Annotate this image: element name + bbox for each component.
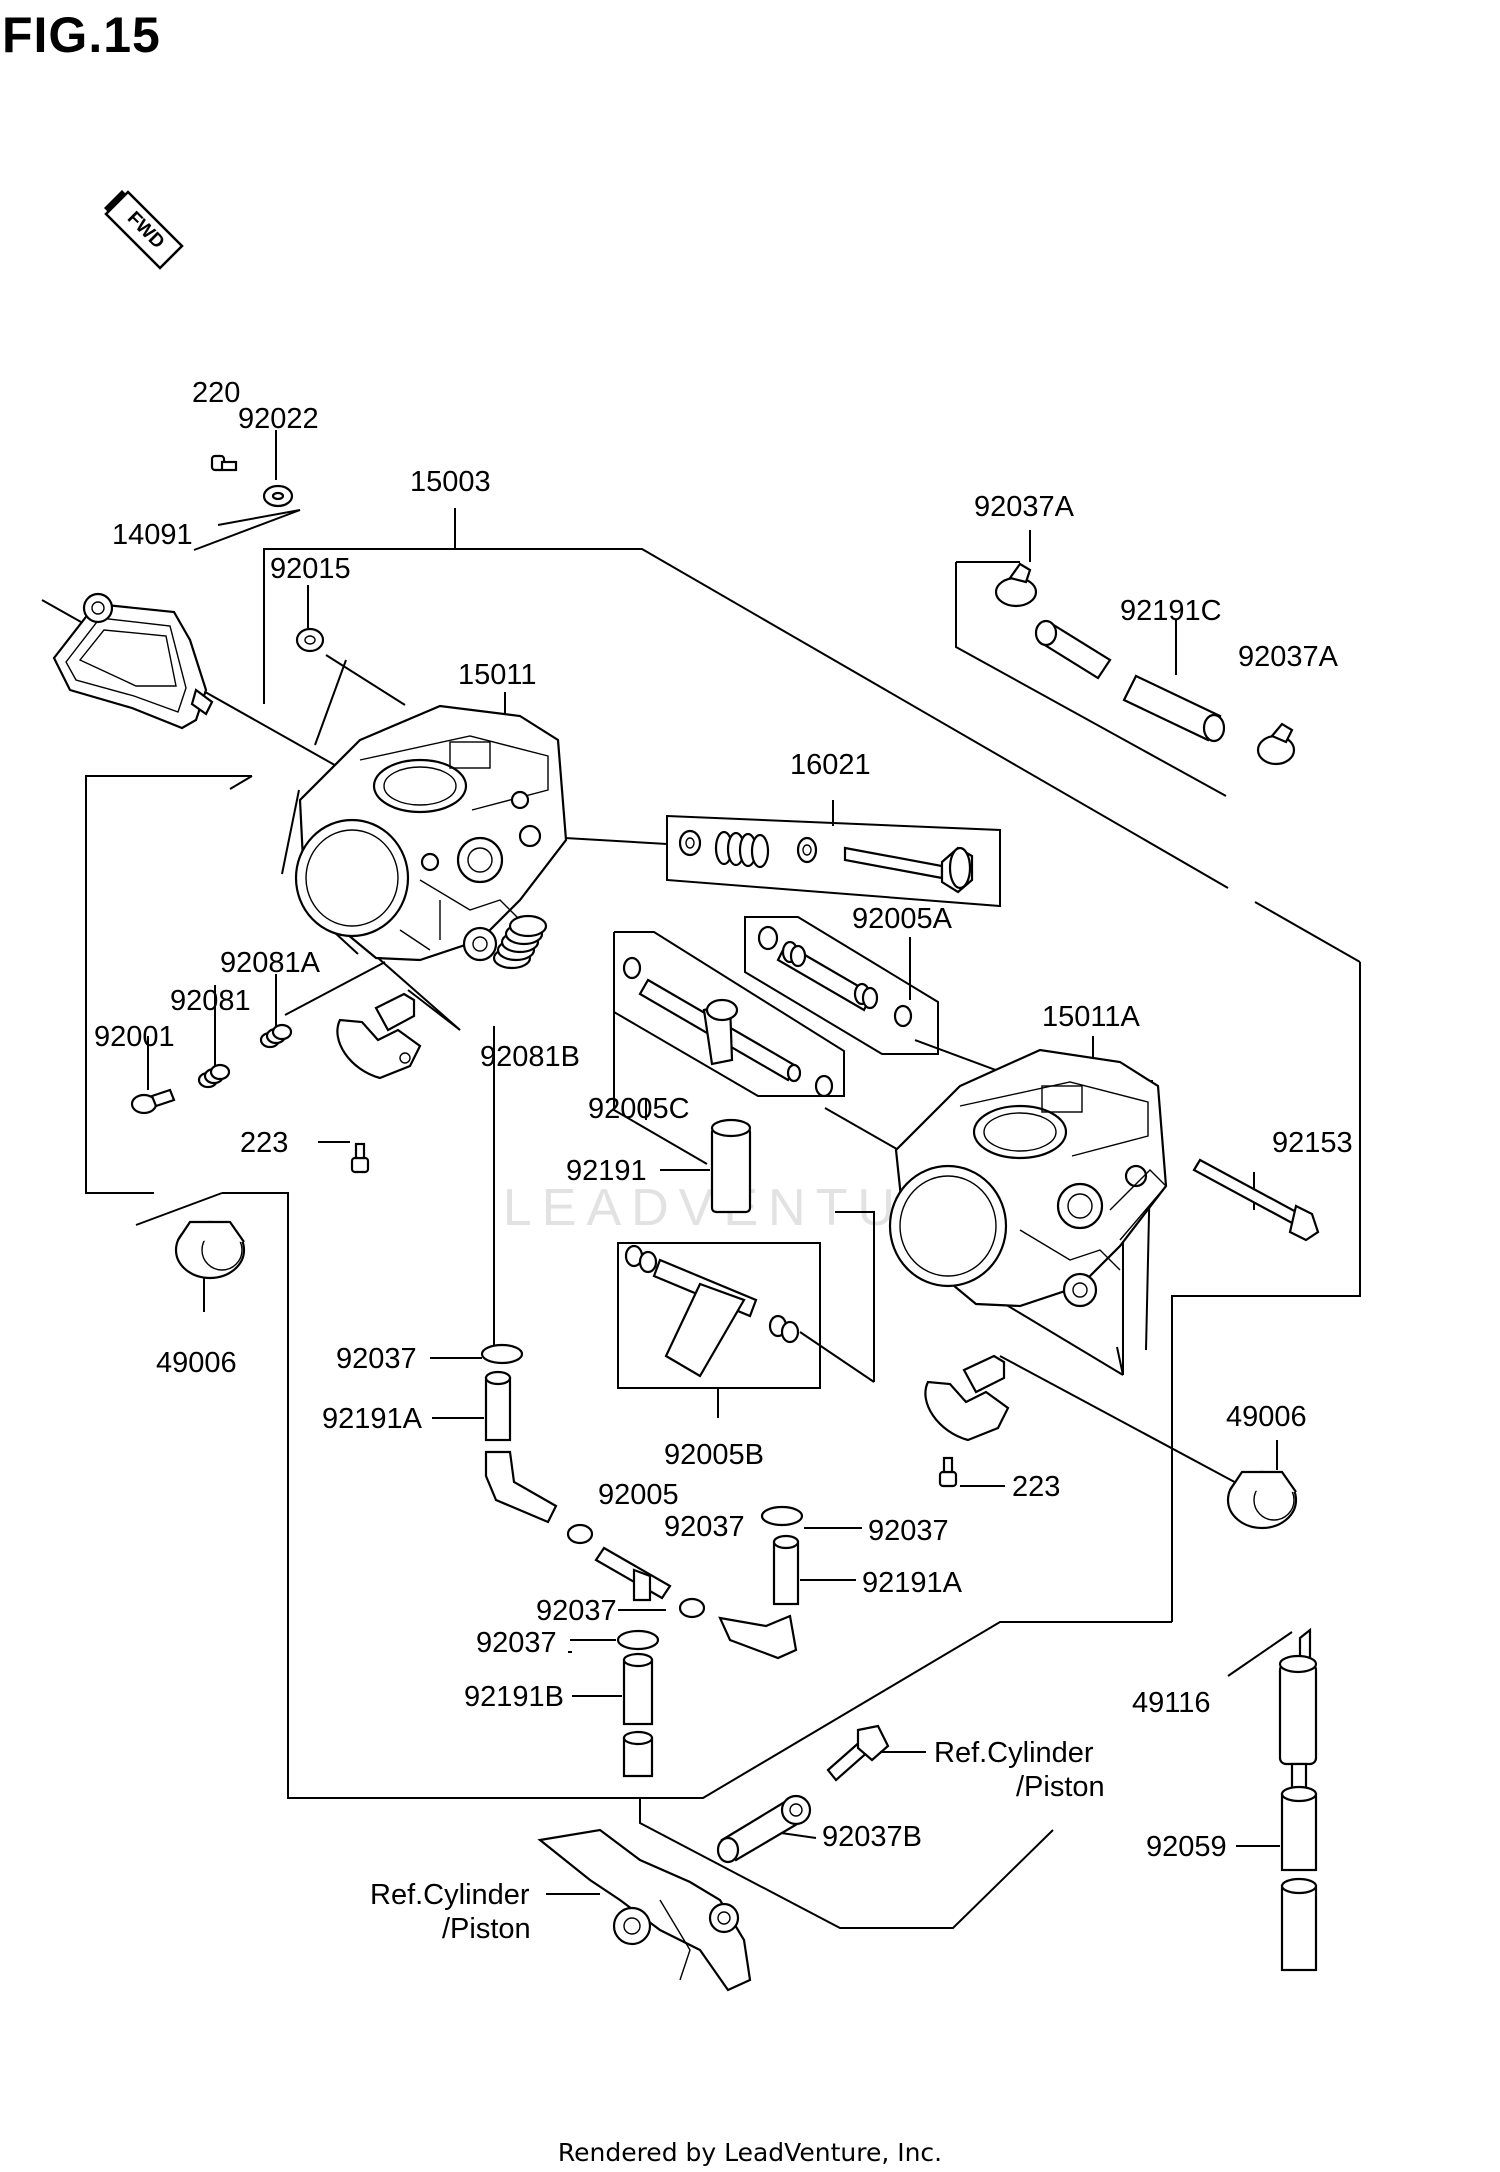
part-clip-92037A-right [1256, 722, 1296, 766]
label-92037-low2: 92037 [476, 1627, 557, 1659]
part-hose-92191 [710, 1118, 752, 1214]
footer-credit: Rendered by LeadVenture, Inc. [557, 2138, 943, 2167]
part-spring-92081A [259, 1023, 293, 1049]
label-92081: 92081 [170, 985, 251, 1017]
part-clip-92037-mid [566, 1523, 594, 1545]
label-92005A: 92005A [852, 903, 953, 935]
part-hose-92191B [622, 1652, 654, 1778]
part-clip-92037-left [480, 1343, 524, 1365]
label-92005: 92005 [598, 1479, 679, 1511]
label-92037B: 92037B [822, 1821, 922, 1853]
label-49116: 49116 [1132, 1687, 1211, 1719]
label-92191: 92191 [566, 1155, 647, 1187]
label-220: 220 [192, 377, 240, 409]
label-92037-left: 92037 [336, 1343, 417, 1375]
label-92037-mid: 92037 [664, 1511, 745, 1543]
label-leaders [318, 1141, 1293, 1895]
fwd-arrow-icon: FWD [104, 190, 184, 270]
label-92022: 92022 [238, 403, 319, 435]
part-bolt-92153 [1192, 1158, 1320, 1242]
part-screw-220 [210, 454, 238, 472]
label-15011A: 15011A [1042, 1001, 1140, 1033]
part-carburetor-15011A [888, 1048, 1168, 1308]
part-fitting-92005A [757, 925, 913, 1028]
part-screw-223-left [350, 1142, 370, 1174]
part-clip-92037-low [616, 1629, 660, 1651]
part-damper-49006-left [174, 1220, 246, 1280]
label-92191C: 92191C [1120, 595, 1222, 627]
part-spring-92081B [492, 914, 548, 970]
label-14091: 14091 [112, 519, 193, 551]
label-92015: 92015 [270, 553, 351, 585]
label-223-left: 223 [240, 1127, 288, 1159]
part-filter-49116 [1278, 1627, 1318, 1794]
part-bracket-left [336, 992, 422, 1080]
part-labels: 220 92022 15003 14091 92015 15011 16021 … [94, 377, 1353, 1945]
part-hose-92191A-left [484, 1370, 558, 1524]
part-fitting-92005B [624, 1244, 800, 1378]
part-tfitting-92005C [622, 956, 834, 1098]
label-15003: 15003 [410, 466, 491, 498]
label-223-right: 223 [1012, 1471, 1060, 1503]
part-clip-92037-right [760, 1505, 804, 1527]
label-92059: 92059 [1146, 1831, 1227, 1863]
label-92153: 92153 [1272, 1127, 1353, 1159]
part-clip-92037-mid2 [678, 1597, 706, 1619]
part-ref-cylinder-left [537, 1828, 752, 1992]
part-screw-92001 [130, 1088, 176, 1115]
label-92191A-left: 92191A [322, 1403, 423, 1435]
label-ref-piston-right: /Piston [1016, 1771, 1105, 1803]
label-92001: 92001 [94, 1021, 175, 1053]
assembly-lines [41, 430, 1361, 1929]
label-92037A-top: 92037A [974, 491, 1075, 523]
label-49006-right: 49006 [1226, 1401, 1307, 1433]
part-cover-14091 [52, 592, 214, 730]
label-ref-piston-left: /Piston [442, 1913, 531, 1945]
part-nut-92015 [295, 627, 325, 653]
label-92037-low1: 92037 [536, 1595, 617, 1627]
part-washer-92022 [262, 484, 294, 508]
label-92005C: 92005C [588, 1093, 690, 1125]
label-92037-right: 92037 [868, 1515, 949, 1547]
label-15011: 15011 [458, 659, 537, 691]
part-hose-92191A-right [718, 1534, 800, 1660]
label-ref-cylinder-left: Ref.Cylinder [370, 1879, 530, 1911]
label-92191A-right: 92191A [862, 1567, 963, 1599]
part-hose-92059 [1280, 1785, 1318, 1972]
part-screw-223-right [938, 1456, 958, 1488]
part-carburetor-15011 [294, 704, 568, 962]
label-92005B: 92005B [664, 1439, 764, 1471]
label-92037A-right: 92037A [1238, 641, 1339, 673]
label-92081A: 92081A [220, 947, 321, 979]
part-hose-92191C [1034, 619, 1226, 743]
part-tfitting-92005 [594, 1546, 672, 1602]
label-92191B: 92191B [464, 1681, 564, 1713]
figure-title: FIG.15 [2, 7, 161, 63]
label-92081B: 92081B [480, 1041, 580, 1073]
label-16021: 16021 [790, 749, 871, 781]
part-clip-92037A-top [994, 562, 1038, 608]
part-adjuster-16021 [678, 829, 974, 894]
part-spring-92081 [197, 1063, 231, 1089]
part-clamp-92037B [716, 1794, 812, 1864]
part-bolt-ref-right [826, 1724, 890, 1782]
part-bracket-right [924, 1354, 1010, 1442]
part-damper-49006-right [1226, 1470, 1298, 1530]
label-49006-left: 49006 [156, 1347, 237, 1379]
label-ref-cylinder-right: Ref.Cylinder [934, 1737, 1094, 1769]
